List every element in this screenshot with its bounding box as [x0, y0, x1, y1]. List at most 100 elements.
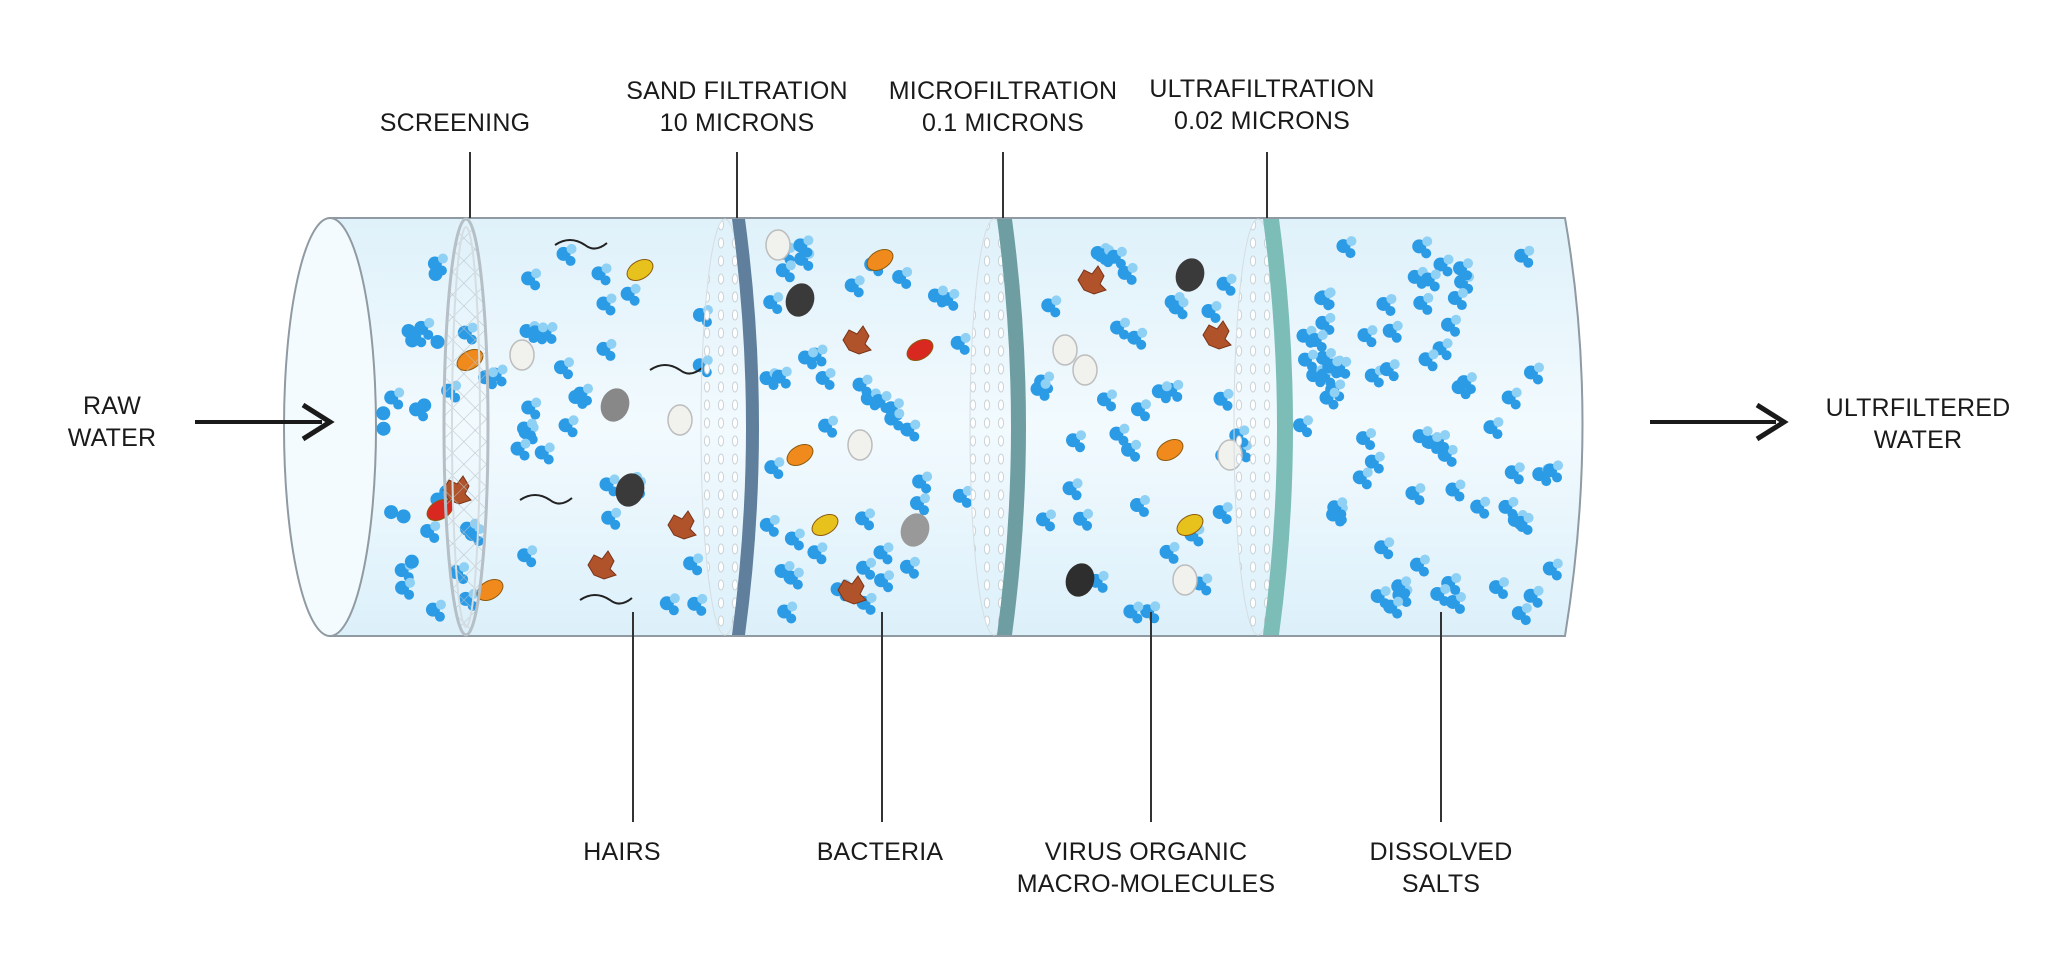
water-molecule [1400, 588, 1411, 599]
water-molecule [959, 344, 970, 355]
water-molecule [1465, 384, 1476, 395]
water-molecule [828, 415, 839, 426]
water-molecule [1366, 428, 1377, 439]
water-molecule [1422, 236, 1433, 247]
water-molecule [1385, 305, 1396, 316]
screening-filter [442, 217, 490, 637]
water-molecule [418, 411, 429, 422]
water-molecule [600, 275, 611, 286]
water-molecule [1130, 451, 1141, 462]
water-molecule [696, 605, 707, 616]
water-molecule [807, 359, 818, 370]
contaminant-grain [1065, 563, 1095, 597]
water-molecule [769, 514, 780, 525]
water-molecule [1361, 479, 1372, 490]
water-molecule [773, 292, 784, 303]
water-molecule [1039, 390, 1050, 401]
water-molecule [1366, 337, 1377, 348]
water-molecule [1119, 423, 1130, 434]
water-molecule [610, 519, 621, 530]
water-molecule [611, 507, 622, 518]
water-molecule [537, 334, 548, 345]
water-molecule [1401, 597, 1412, 608]
water-molecule [1193, 536, 1204, 547]
water-molecule [693, 553, 704, 564]
water-molecule [1510, 399, 1521, 410]
water-molecule [1331, 368, 1342, 379]
water-molecule [1422, 426, 1433, 437]
contaminant-pill [786, 444, 814, 466]
water-molecule [1126, 274, 1137, 285]
water-molecule [1098, 570, 1109, 581]
water-molecule [1480, 496, 1491, 507]
contaminant-pill [906, 339, 934, 361]
water-molecule [1317, 330, 1328, 341]
water-molecule [865, 569, 876, 580]
water-molecule [1451, 573, 1462, 584]
water-molecule [817, 344, 828, 355]
water-molecule [1323, 300, 1334, 311]
water-molecule [488, 367, 499, 378]
water-molecule [808, 347, 819, 358]
water-molecule [1439, 442, 1450, 453]
water-molecule [773, 469, 784, 480]
water-molecule [1362, 467, 1373, 478]
contaminant-pill [1156, 439, 1184, 461]
outlet-arrow-icon [1650, 402, 1789, 442]
water-molecule [1492, 429, 1503, 440]
water-molecule [1160, 393, 1171, 404]
water-molecule [1455, 591, 1466, 602]
water-molecule [567, 427, 578, 438]
water-molecule [920, 493, 931, 504]
water-molecule [405, 577, 416, 588]
water-molecule [825, 367, 836, 378]
water-molecule [781, 366, 792, 377]
water-molecule [792, 579, 803, 590]
contaminant-particle [1052, 334, 1078, 366]
water-molecule [1223, 388, 1234, 399]
water-molecule [1532, 374, 1543, 385]
water-molecule [827, 427, 838, 438]
water-molecule [1389, 359, 1400, 370]
water-molecule [1105, 401, 1116, 412]
water-molecule [437, 253, 448, 264]
water-molecule [568, 415, 579, 426]
water-molecule [393, 399, 404, 410]
water-molecule [1136, 339, 1147, 350]
water-molecule [1463, 258, 1474, 269]
water-molecule [1373, 377, 1384, 388]
hair [519, 494, 573, 505]
water-molecule [865, 604, 876, 615]
water-molecule [1051, 295, 1062, 306]
water-molecule [1316, 342, 1327, 353]
water-molecule [1226, 273, 1237, 284]
water-molecule [1332, 356, 1343, 367]
water-molecule [428, 267, 443, 282]
water-molecule [1523, 512, 1534, 523]
water-molecule [583, 383, 594, 394]
water-molecule [824, 379, 835, 390]
water-molecule [1454, 603, 1465, 614]
contaminant-particle [1072, 354, 1098, 386]
screening-label: SCREENING [379, 109, 531, 137]
water-molecule [563, 357, 574, 368]
water-molecule [1211, 301, 1222, 312]
water-molecule [784, 272, 795, 283]
water-molecule [1050, 307, 1061, 318]
water-molecule [1450, 326, 1461, 337]
water-molecule [793, 540, 804, 551]
inlet-arrow-icon [195, 402, 335, 442]
water-molecule [1044, 371, 1055, 382]
bacteria-cluster [837, 575, 867, 605]
water-molecule [881, 390, 892, 401]
water-molecule [526, 430, 537, 441]
water-molecule [1119, 329, 1130, 340]
water-molecule [697, 593, 708, 604]
water-molecule [605, 350, 616, 361]
water-molecule [1440, 583, 1451, 594]
water-molecule [866, 592, 877, 603]
